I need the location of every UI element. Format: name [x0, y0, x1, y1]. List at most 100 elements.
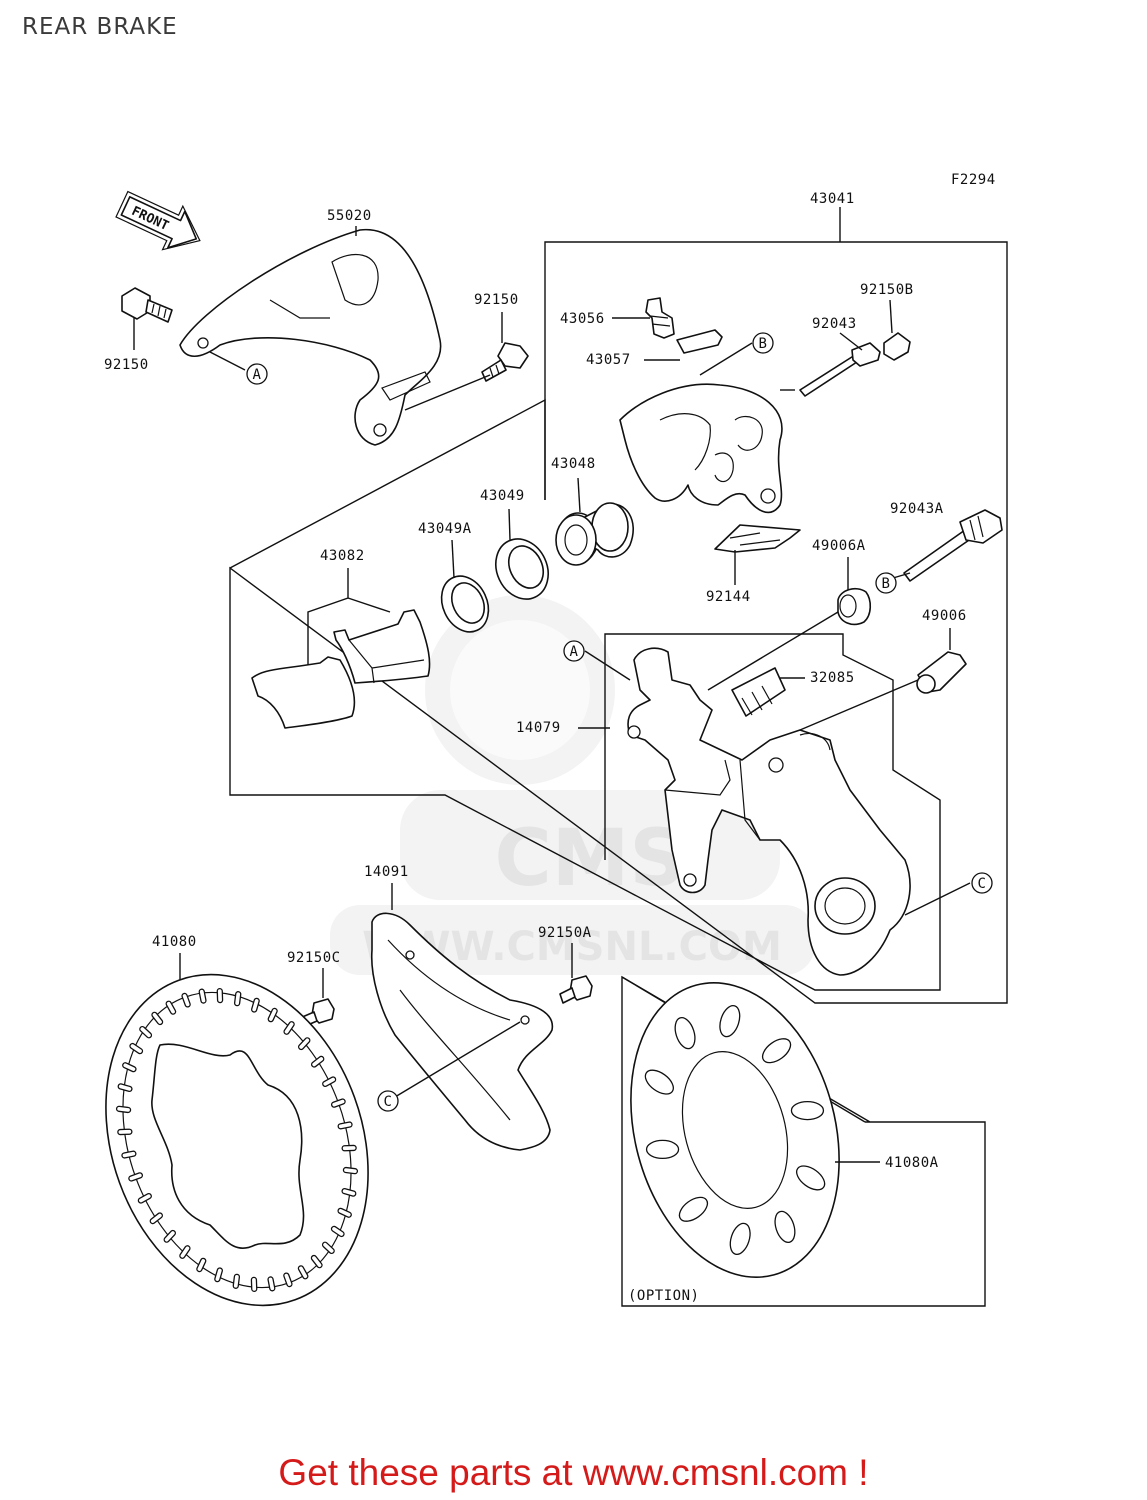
disc-cutout: [645, 1139, 680, 1160]
part-55020-guard: [179, 228, 442, 446]
vent-slot: [267, 1007, 278, 1023]
vent-slot: [198, 988, 207, 1004]
part-92043-pin: [799, 342, 881, 397]
part-32085-clip: [731, 667, 786, 717]
vent-slot: [137, 1192, 152, 1204]
label-41080A: 41080A: [885, 1155, 939, 1171]
svg-text:B: B: [882, 576, 891, 592]
part-92150-bolt-left: [121, 287, 173, 323]
label-14091: 14091: [364, 864, 409, 880]
label-43082: 43082: [320, 548, 365, 564]
vent-slot: [216, 987, 224, 1004]
label-49006: 49006: [922, 608, 967, 624]
disc-cutout: [790, 1100, 825, 1121]
vent-slot: [117, 1128, 133, 1136]
disc-cutout: [729, 1222, 751, 1256]
label-43049: 43049: [480, 488, 525, 504]
disc-41080-vent-slots: [115, 987, 359, 1293]
marker-c-guard: C: [377, 1090, 399, 1112]
vent-slot: [250, 1276, 258, 1293]
svg-text:B: B: [759, 336, 768, 352]
label-41080: 41080: [152, 934, 197, 950]
vent-slot: [232, 1273, 241, 1289]
marker-c-bracket: C: [971, 872, 993, 894]
part-49006-bolt: [916, 651, 967, 694]
vent-slot: [341, 1187, 357, 1197]
part-43082-pads: [251, 609, 431, 729]
marker-a-bracket: A: [563, 640, 585, 662]
svg-text:C: C: [978, 876, 987, 892]
option-label: (OPTION): [628, 1288, 699, 1304]
label-92150-left: 92150: [104, 357, 149, 373]
vent-slot: [151, 1011, 164, 1026]
label-92150A: 92150A: [538, 925, 592, 941]
label-43056: 43056: [560, 311, 605, 327]
label-14079: 14079: [516, 720, 561, 736]
page-title: REAR BRAKE: [22, 14, 178, 40]
disc-41080A-cutouts: [644, 1004, 826, 1256]
vent-slot: [179, 1245, 191, 1259]
vent-slot: [337, 1121, 353, 1130]
label-32085: 32085: [810, 670, 855, 686]
label-92150-mid: 92150: [474, 292, 519, 308]
disc-cutout: [678, 1196, 709, 1222]
part-49006A-boot: [837, 588, 872, 626]
vent-slot: [128, 1172, 144, 1182]
marker-b-caliper: B: [752, 332, 774, 354]
vent-slot: [165, 1000, 177, 1015]
disc-cutout: [674, 1016, 696, 1050]
footer-cta-link[interactable]: Get these parts at www.cmsnl.com !: [278, 1452, 869, 1493]
label-92043A: 92043A: [890, 501, 944, 517]
label-55020: 55020: [327, 208, 372, 224]
parts-diagram: CMS WWW.CMSNL.COM FRONT: [104, 172, 1008, 1307]
vent-slot: [129, 1042, 144, 1055]
vent-slot: [330, 1225, 345, 1238]
vent-slot: [117, 1083, 133, 1093]
watermark-brand: CMS: [494, 814, 685, 904]
label-43057: 43057: [586, 352, 631, 368]
disc-cutout: [796, 1165, 826, 1191]
label-92144: 92144: [706, 589, 751, 605]
vent-slot: [310, 1254, 323, 1269]
vent-slot: [149, 1212, 164, 1225]
part-41080A-disc: [630, 982, 840, 1278]
part-43057-cap: [676, 329, 723, 354]
label-92150C: 92150C: [287, 950, 341, 966]
vent-slot: [337, 1207, 352, 1218]
svg-text:A: A: [570, 644, 579, 660]
disc-cutout: [644, 1069, 674, 1095]
part-labels: F2294 43041 55020 92150 92150B 43056 920…: [104, 172, 996, 1304]
label-43048: 43048: [551, 456, 596, 472]
vent-slot: [181, 992, 191, 1008]
marker-a-guard: A: [246, 363, 268, 385]
vent-slot: [322, 1076, 337, 1088]
vent-slot: [214, 1267, 223, 1283]
vent-slot: [139, 1025, 153, 1039]
marker-b-pin: B: [875, 572, 897, 594]
vent-slot: [122, 1062, 137, 1073]
svg-text:C: C: [384, 1094, 393, 1110]
vent-slot: [310, 1055, 325, 1068]
part-43049-seal: [495, 538, 549, 600]
part-43049A-seal: [440, 575, 490, 633]
vent-slot: [251, 997, 260, 1013]
label-92150B: 92150B: [860, 282, 914, 298]
figure-code: F2294: [951, 172, 996, 188]
part-92150B-plug: [883, 332, 911, 361]
vent-slot: [283, 1272, 293, 1288]
vent-slot: [163, 1229, 176, 1243]
disc-cutout: [719, 1004, 741, 1038]
part-43048-piston: [555, 502, 635, 566]
reference-markers: A B B A C C: [246, 332, 993, 1112]
vent-slot: [342, 1166, 359, 1175]
disc-cutout: [774, 1210, 796, 1244]
vent-slot: [330, 1098, 346, 1108]
label-49006A: 49006A: [812, 538, 866, 554]
vent-slot: [115, 1105, 132, 1114]
vent-slot: [267, 1276, 276, 1292]
vent-slot: [341, 1144, 357, 1152]
part-14091-guard: [370, 912, 554, 1151]
vent-slot: [233, 991, 242, 1007]
vent-slot: [321, 1241, 335, 1255]
vent-slot: [283, 1021, 295, 1035]
